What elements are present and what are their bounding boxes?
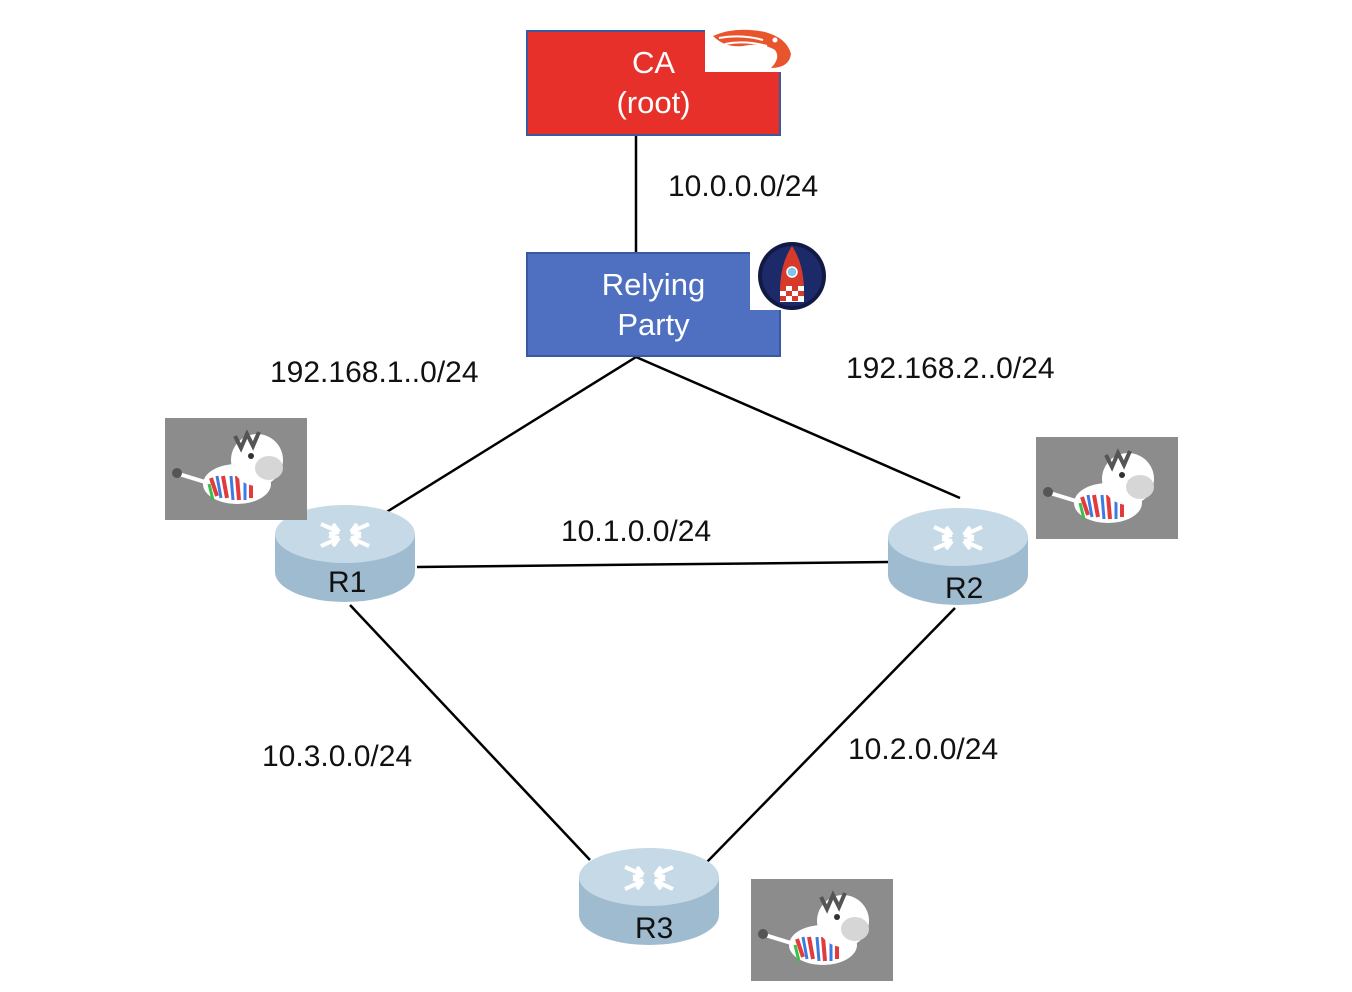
link-rp-r2 [635,355,961,500]
relying-party-label-line2: Party [617,306,690,342]
router-r1-icon [275,505,415,602]
shrimp-logo-icon [705,24,797,72]
link-rp-r1 [384,355,637,515]
router-r2-label: R2 [945,572,984,605]
router-r3-icon [579,848,719,945]
network-label-rp-r1: 192.168.1..0/24 [270,356,479,389]
link-r1-r3 [349,604,591,861]
relying-party-label-line1: Relying [601,266,706,302]
rocket-logo-icon [750,240,834,310]
zebra-logo-r3-icon [751,879,893,981]
link-r1-r2 [416,560,889,569]
link-r2-r3 [706,607,956,863]
router-r2-icon [888,508,1028,605]
router-r3-label: R3 [635,912,674,945]
network-label-r1-r3: 10.3.0.0/24 [262,740,413,773]
network-label-rp-r2: 192.168.2..0/24 [846,352,1055,385]
ca-sublabel: (root) [616,85,691,120]
network-label-r1-r2: 10.1.0.0/24 [561,515,712,548]
relying-party-node: Relying Party [526,252,781,357]
ca-label: CA [631,45,676,80]
zebra-logo-r2-icon [1036,437,1178,539]
ca-root-node: CA (root) [526,30,781,136]
network-label-r2-r3: 10.2.0.0/24 [848,733,999,766]
zebra-logo-r1-icon [165,418,307,520]
router-r1-label: R1 [328,566,367,599]
network-label-ca-rp: 10.0.0.0/24 [668,170,819,203]
